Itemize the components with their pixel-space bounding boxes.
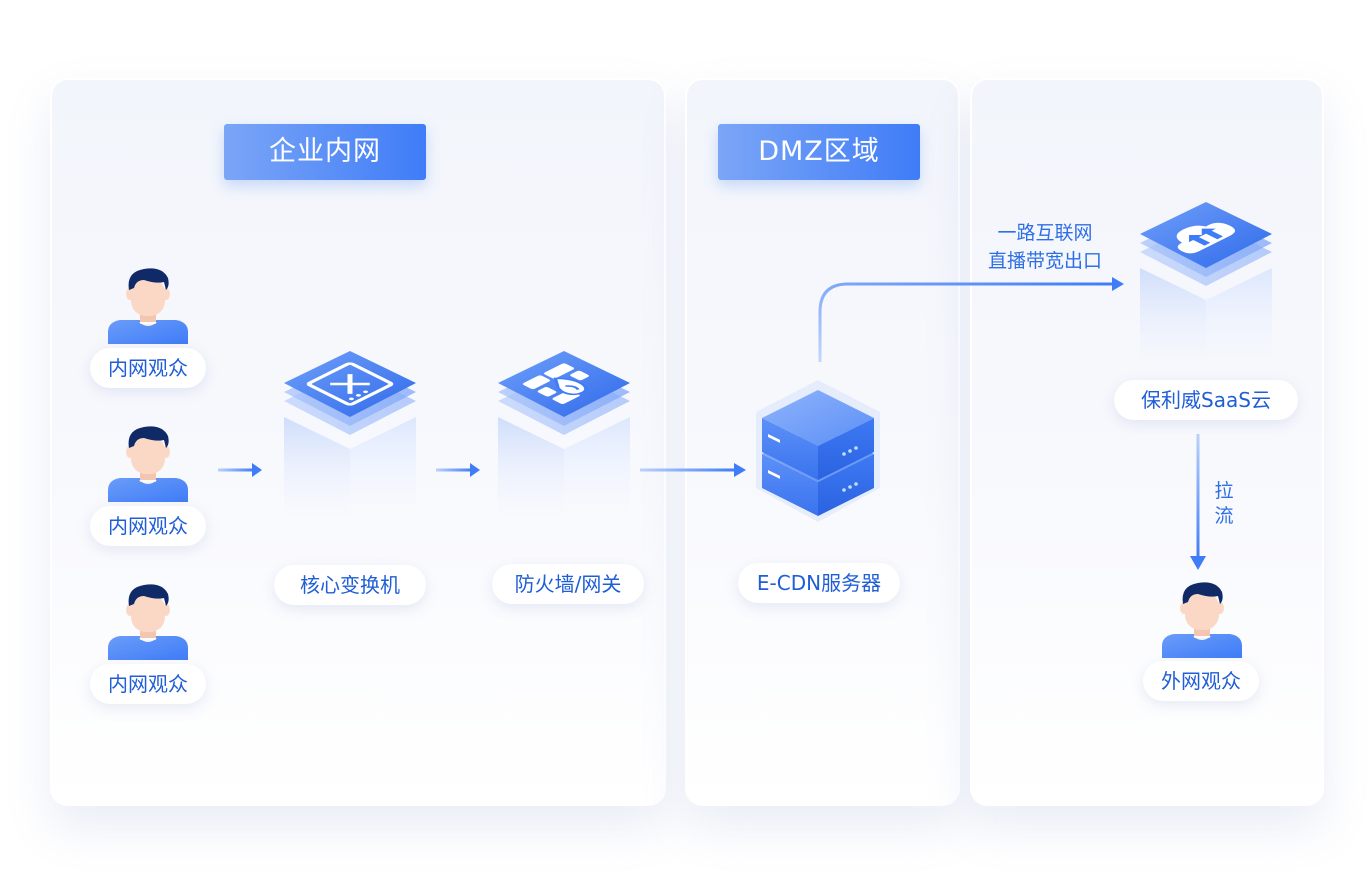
core-switch-label: 核心变换机 [274, 565, 426, 605]
audience-2-label: 内网观众 [90, 506, 206, 546]
core-switch-icon [284, 351, 416, 520]
ecdn-server-label: E-CDN服务器 [738, 563, 900, 603]
ecdn-server-icon [756, 380, 880, 522]
arrow-to-ecdn [640, 463, 746, 477]
firewall-icon [498, 351, 630, 520]
internet-label-line1: 一路互联网 [997, 222, 1093, 244]
external-audience-label: 外网观众 [1143, 661, 1259, 701]
pull-label-line1: 拉 [1214, 480, 1234, 502]
cloud-panel [970, 78, 1324, 806]
audience-2-person-icon [108, 426, 188, 502]
intranet-zone-title: 企业内网 [224, 124, 426, 180]
audience-3-person-icon [108, 584, 188, 660]
audience-1-label: 内网观众 [90, 348, 206, 388]
saas-cloud-label: 保利威SaaS云 [1114, 380, 1298, 420]
arrow-to-firewall [436, 463, 480, 477]
external-audience-person-icon [1162, 582, 1242, 658]
firewall-label: 防火墙/网关 [492, 564, 644, 604]
dmz-zone-title: DMZ区域 [718, 124, 920, 180]
arrow-to-saas-cloud [818, 277, 1124, 362]
arrow-to-switch [218, 463, 262, 477]
internet-label-line2: 直播带宽出口 [987, 250, 1102, 272]
arrow-to-external-audience [1190, 434, 1206, 570]
saas-cloud-icon [1140, 202, 1272, 371]
audience-3-label: 内网观众 [90, 664, 206, 704]
audience-1-person-icon [108, 268, 188, 344]
pull-label-line2: 流 [1214, 505, 1234, 527]
